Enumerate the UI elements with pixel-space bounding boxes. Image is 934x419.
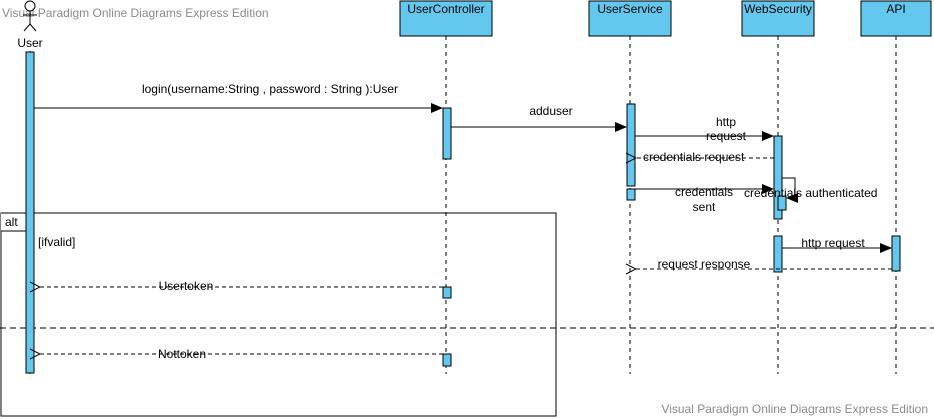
alt-fragment-frame	[0, 212, 557, 417]
message-credentials-request-label: credentials request	[643, 150, 745, 164]
message-login: login(username:String , password : Strin…	[34, 82, 443, 113]
activation-userservice-2	[626, 188, 636, 201]
message-http-request-1: http request	[635, 115, 774, 143]
activation-api	[891, 235, 901, 272]
actor-user: User	[17, 0, 43, 50]
activation-websecurity-self	[777, 195, 787, 211]
activation-websecurity-2	[773, 235, 783, 273]
message-request-response: request response	[636, 257, 892, 271]
message-usertoken-label: Usertoken	[159, 279, 214, 293]
activation-user	[25, 51, 35, 374]
actor-right-leg	[29, 23, 37, 32]
message-request-response-label: request response	[658, 257, 751, 271]
alt-fragment: alt [ifvalid]	[0, 212, 557, 417]
participant-usercontroller-label: UserController	[407, 2, 484, 16]
watermark-top: Visual Paradigm Online Diagrams Express …	[2, 6, 269, 20]
message-credentials-authenticated-arrow	[782, 177, 798, 203]
message-credentials-request: credentials request	[636, 150, 774, 164]
message-adduser: adduser	[451, 104, 627, 132]
activation-userservice-1	[626, 103, 636, 187]
activation-usercontroller-3	[442, 353, 452, 367]
participant-userservice-label: UserService	[597, 2, 663, 16]
participant-userservice: UserService	[588, 0, 672, 37]
message-nottoken: Nottoken	[40, 347, 443, 361]
message-credentials-authenticated: credentials authenticated	[744, 177, 877, 203]
activation-usercontroller-1	[442, 107, 452, 160]
message-credentials-sent-label-line2: sent	[693, 200, 716, 214]
message-credentials-authenticated-label: credentials authenticated	[744, 186, 877, 200]
message-login-label: login(username:String , password : Strin…	[142, 82, 398, 96]
message-http-request-1-label-line2: request	[706, 129, 747, 143]
message-credentials-sent-label-line1: credentials	[675, 185, 733, 199]
alt-guard: [ifvalid]	[38, 235, 75, 249]
activation-usercontroller-2	[442, 286, 452, 299]
alt-operator: alt	[5, 215, 18, 229]
participant-websecurity-label: WebSecurity	[744, 2, 812, 16]
watermark-bottom: Visual Paradigm Online Diagrams Express …	[661, 402, 928, 416]
message-adduser-label: adduser	[529, 104, 572, 118]
message-http-request-api-label: http request	[801, 236, 865, 250]
participant-usercontroller: UserController	[399, 0, 493, 37]
actor-name: User	[17, 36, 42, 50]
message-credentials-sent: credentials sent	[635, 184, 774, 214]
participant-api: API	[860, 0, 932, 37]
message-http-request-1-label-line1: http	[716, 115, 736, 129]
participant-websecurity: WebSecurity	[741, 0, 815, 37]
message-http-request-api: http request	[782, 236, 892, 253]
message-nottoken-label: Nottoken	[158, 347, 206, 361]
actor-left-leg	[23, 23, 31, 32]
participant-api-label: API	[886, 2, 905, 16]
message-usertoken: Usertoken	[40, 279, 443, 293]
